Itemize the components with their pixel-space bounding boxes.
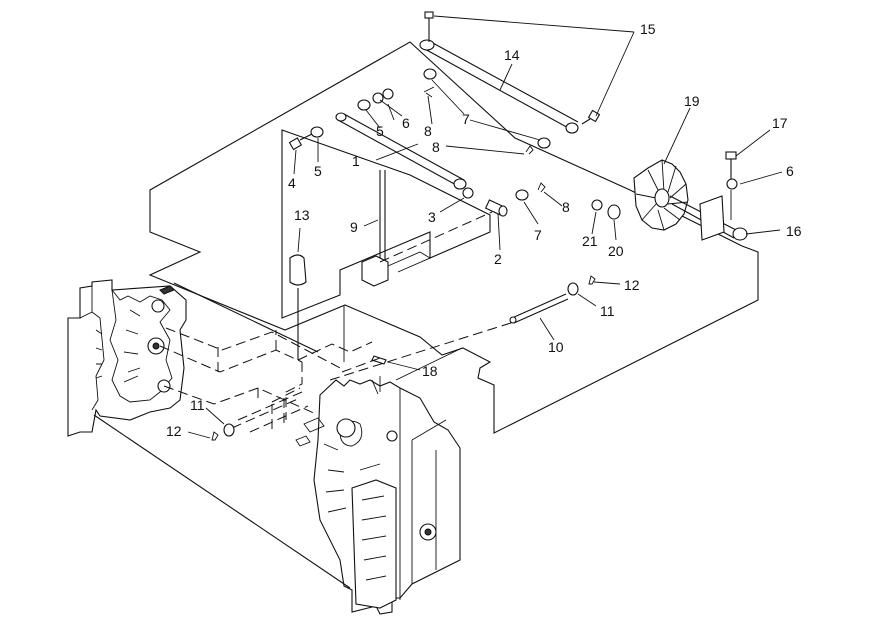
callout-16: 16 [786,223,802,239]
lever-9 [361,170,431,287]
callout-15: 15 [640,21,656,37]
callout-4: 4 [288,175,296,191]
bolt-15 [424,11,434,42]
callout-8-mid: 8 [432,139,440,155]
bolt-17 [725,151,737,180]
nut-3 [462,187,474,199]
knob-13 [289,254,307,360]
callout-6-right: 6 [786,163,794,179]
callout-8-low: 8 [562,199,570,215]
pin-8-top [423,86,435,98]
callout-6: 6 [402,115,410,131]
callout-8-top: 8 [424,123,432,139]
callout-9: 9 [350,219,358,235]
callout-5: 5 [376,123,384,139]
nut-21 [591,199,603,211]
callout-12-right: 12 [624,277,640,293]
pin-8-low [537,182,546,193]
callout-5-left: 5 [314,163,322,179]
bolt-4 [288,133,313,151]
washer-7-low [515,189,529,201]
callout-20: 20 [608,243,624,259]
nut-6-right [726,178,738,190]
shaft-14 [419,39,579,134]
callout-17: 17 [772,115,788,131]
clip-12-right [588,275,596,285]
callout-7-top: 7 [462,111,470,127]
fan-19 [633,159,689,231]
shaft-16 [669,195,748,241]
callout-21: 21 [582,233,598,249]
washer-7-top [423,68,437,80]
washer-20 [607,204,621,220]
pin-8-mid [525,145,534,155]
washer-5-a [357,99,371,111]
washer-11-right [567,282,579,296]
callout-10: 10 [548,339,564,355]
mounting-plate-outline [148,41,759,434]
callout-19: 19 [684,93,700,109]
washer-7-mid [537,137,551,149]
bracket-panel-outline [281,129,491,319]
right-pump-assembly [295,379,461,615]
callout-2: 2 [494,251,502,267]
pin-2 [484,199,508,217]
callout-3: 3 [428,209,436,225]
callout-14: 14 [504,47,520,63]
washer-11-left [223,423,235,437]
callout-11-right: 11 [600,303,615,319]
bolt-15-right [581,109,601,125]
pin-18 [371,355,387,365]
callout-1: 1 [352,153,360,169]
washer-5-b [310,126,324,138]
callout-12-left: 12 [166,423,182,439]
callout-7-low: 7 [534,227,542,243]
nut-6-b [382,88,394,100]
shaft-1 [335,112,467,190]
rod-10 [509,293,569,324]
callout-18: 18 [422,363,438,379]
clip-12-left [211,431,219,441]
left-pump-assembly [67,279,187,437]
callouts: 15 14 19 7 8 7 8 6 5 17 1 5 4 6 8 13 3 9… [166,21,802,439]
callout-11-left: 11 [190,397,205,413]
callout-13: 13 [294,207,310,223]
